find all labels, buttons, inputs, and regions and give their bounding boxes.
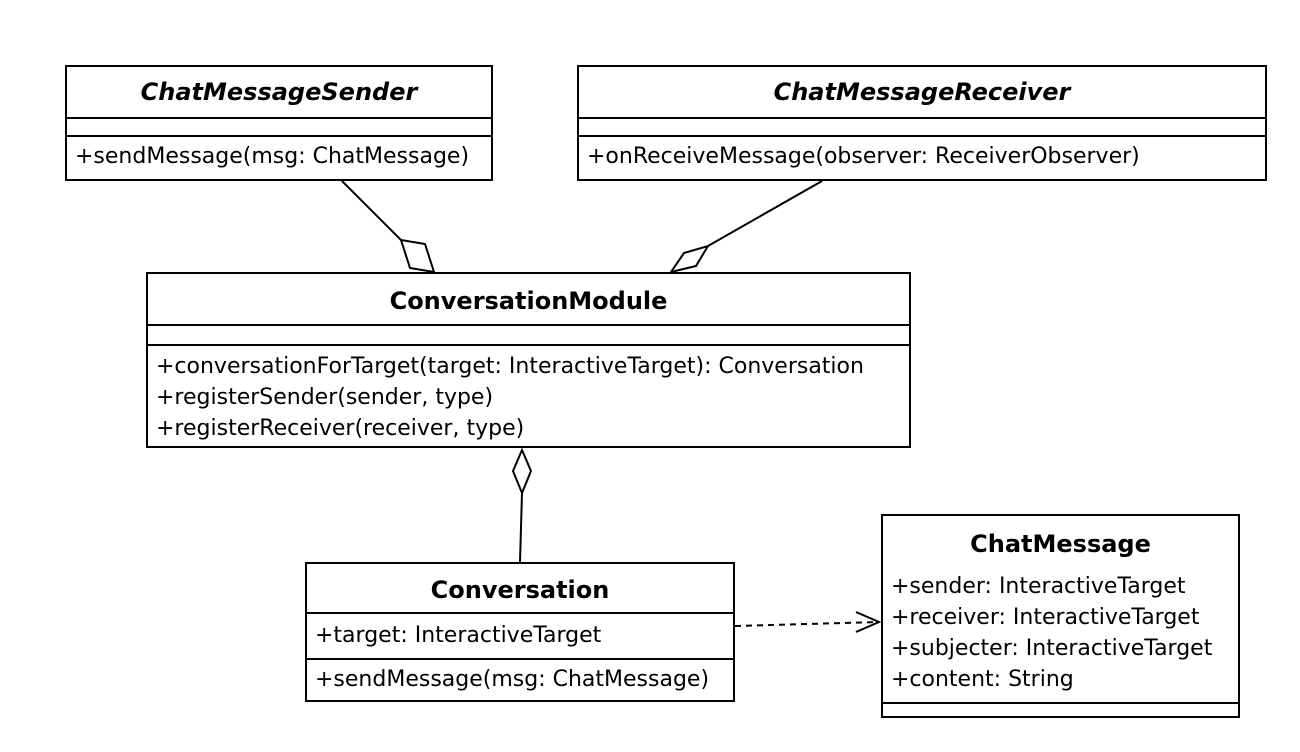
dependency-line bbox=[734, 621, 880, 627]
dependency-arrowhead bbox=[855, 611, 882, 633]
operations-compartment: +sendMessage(msg: ChatMessage) bbox=[67, 137, 491, 172]
class-chat-message[interactable]: ChatMessage +sender: InteractiveTarget +… bbox=[881, 514, 1240, 718]
attributes-compartment bbox=[67, 119, 491, 137]
attribute: +target: InteractiveTarget bbox=[315, 623, 602, 648]
attribute: +receiver: InteractiveTarget bbox=[891, 605, 1200, 630]
operation: +conversationForTarget(target: Interacti… bbox=[156, 354, 864, 379]
operation: +registerSender(sender, type) bbox=[156, 385, 494, 410]
class-conversation[interactable]: Conversation +target: InteractiveTarget … bbox=[305, 562, 735, 702]
aggregation-line-receiver bbox=[707, 180, 823, 247]
class-name: ChatMessageSender bbox=[67, 67, 491, 119]
operation: +sendMessage(msg: ChatMessage) bbox=[315, 667, 710, 692]
operations-compartment: +conversationForTarget(target: Interacti… bbox=[148, 346, 909, 444]
attributes-compartment: +target: InteractiveTarget bbox=[307, 614, 733, 660]
aggregation-diamond-receiver bbox=[668, 244, 711, 274]
aggregation-diamond-conversation bbox=[511, 447, 533, 496]
attributes-compartment bbox=[148, 326, 909, 346]
class-chat-message-sender[interactable]: ChatMessageSender +sendMessage(msg: Chat… bbox=[65, 65, 493, 181]
operations-compartment: +onReceiveMessage(observer: ReceiverObse… bbox=[579, 137, 1265, 172]
attribute: +subjecter: InteractiveTarget bbox=[891, 636, 1213, 661]
operation: +sendMessage(msg: ChatMessage) bbox=[75, 144, 470, 169]
attributes-compartment: +sender: InteractiveTarget +receiver: In… bbox=[883, 570, 1238, 704]
aggregation-line-sender bbox=[341, 180, 402, 241]
class-chat-message-receiver[interactable]: ChatMessageReceiver +onReceiveMessage(ob… bbox=[577, 65, 1267, 181]
operation: +registerReceiver(receiver, type) bbox=[156, 416, 525, 441]
attributes-compartment bbox=[579, 119, 1265, 137]
class-name: ChatMessageReceiver bbox=[579, 67, 1265, 119]
aggregation-diamond-sender bbox=[399, 238, 436, 274]
class-name: ChatMessage bbox=[970, 530, 1151, 558]
class-name: ConversationModule bbox=[148, 274, 909, 326]
attribute: +content: String bbox=[891, 667, 1074, 692]
operation: +onReceiveMessage(observer: ReceiverObse… bbox=[587, 144, 1140, 169]
class-name: Conversation bbox=[307, 564, 733, 614]
aggregation-line-conversation bbox=[519, 492, 523, 563]
operations-compartment: +sendMessage(msg: ChatMessage) bbox=[307, 660, 733, 695]
attribute: +sender: InteractiveTarget bbox=[891, 574, 1186, 599]
class-conversation-module[interactable]: ConversationModule +conversationForTarge… bbox=[146, 272, 911, 448]
